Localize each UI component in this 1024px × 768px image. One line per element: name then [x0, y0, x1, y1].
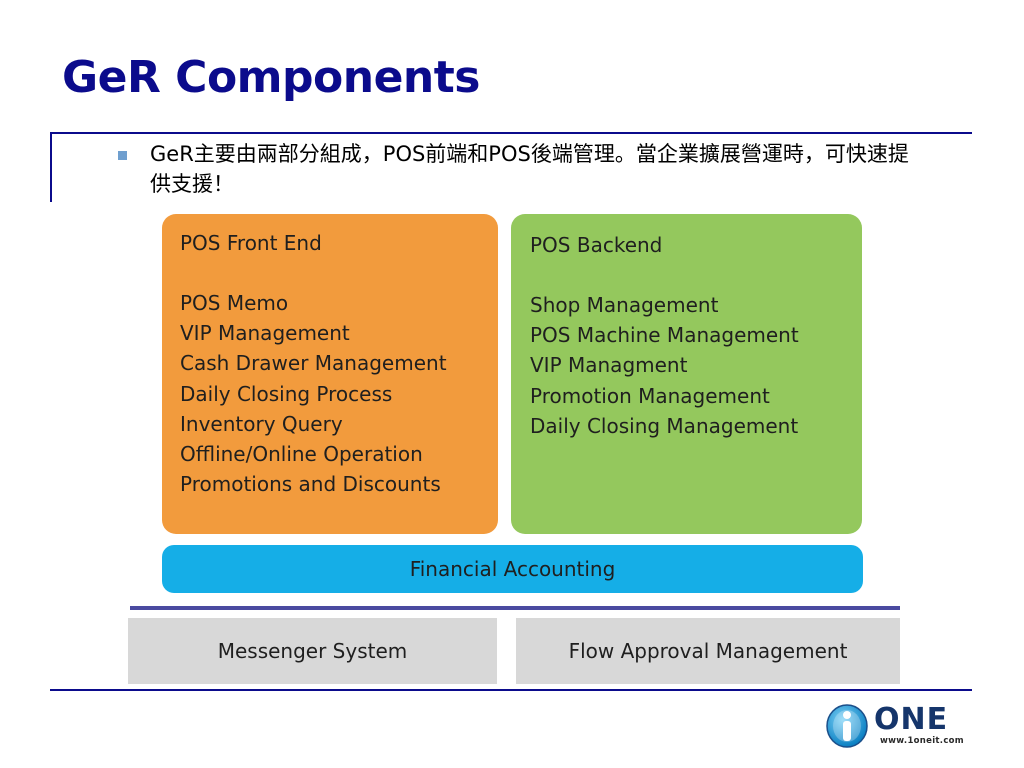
- pos-front-end-box: POS Front End POS Memo VIP Management Ca…: [162, 214, 498, 534]
- slide-title: GeR Components: [62, 52, 480, 103]
- list-item: POS Machine Management: [530, 323, 799, 348]
- list-item: Cash Drawer Management: [180, 351, 447, 376]
- financial-accounting-bar: Financial Accounting: [162, 545, 863, 593]
- front-end-list: POS Memo VIP Management Cash Drawer Mana…: [180, 288, 498, 499]
- left-accent-line: [50, 132, 52, 202]
- diagram-separator: [130, 606, 900, 610]
- backend-heading: POS Backend: [530, 233, 663, 257]
- list-item: Daily Closing Process: [180, 381, 393, 406]
- list-item: VIP Management: [180, 321, 350, 346]
- list-item: Shop Management: [530, 293, 719, 317]
- components-diagram: POS Front End POS Memo VIP Management Ca…: [128, 212, 900, 684]
- list-item: Promotions and Discounts: [180, 472, 441, 497]
- financial-accounting-label: Financial Accounting: [409, 557, 616, 581]
- list-item: Daily Closing Management: [530, 413, 799, 438]
- bullet-square-icon: [118, 151, 127, 160]
- logo-wordmark: ONE: [874, 702, 949, 737]
- logo-url: www.1oneit.com: [880, 736, 964, 746]
- messenger-system-label: Messenger System: [217, 639, 408, 663]
- footer-divider: [50, 689, 972, 691]
- backend-list: Shop Management POS Machine Management V…: [530, 290, 862, 441]
- list-item: Offline/Online Operation: [180, 442, 423, 467]
- flow-approval-box: Flow Approval Management: [516, 618, 900, 684]
- one-logo: ONE www.1oneit.com: [824, 700, 974, 755]
- messenger-system-box: Messenger System: [128, 618, 497, 684]
- info-person-icon: [826, 704, 868, 748]
- bullet-text: GeR主要由兩部分組成，POS前端和POS後端管理。當企業擴展營運時，可快速提供…: [150, 142, 909, 196]
- front-end-heading: POS Front End: [180, 231, 322, 255]
- list-item: VIP Managment: [530, 353, 688, 378]
- list-item: POS Memo: [180, 291, 289, 315]
- pos-backend-box: POS Backend Shop Management POS Machine …: [511, 214, 862, 534]
- list-item: Inventory Query: [180, 411, 343, 436]
- title-divider: [50, 132, 972, 134]
- list-item: Promotion Management: [530, 383, 770, 408]
- flow-approval-label: Flow Approval Management: [568, 639, 848, 663]
